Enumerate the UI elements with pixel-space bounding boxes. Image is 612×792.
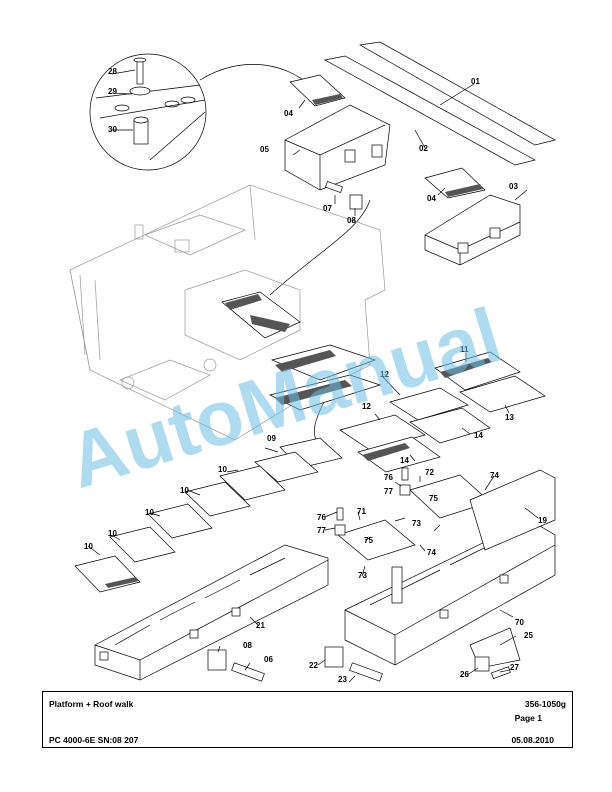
exploded-parts-drawing: 01 02 03 04 04 05 06 07 08 08 09 10 10 1…: [69, 41, 556, 684]
part-number-label: 12: [380, 370, 389, 379]
part-number-label: 76: [317, 513, 326, 522]
part-number-label: 73: [358, 571, 367, 580]
part-number-label: 23: [338, 675, 347, 684]
page-number: Page 1: [514, 713, 542, 723]
part-number-label: 27: [510, 663, 519, 672]
part-number-label: 29: [108, 87, 117, 96]
part-number-label: 75: [429, 494, 438, 503]
drawing-number: 356-1050g: [524, 699, 566, 709]
part-number-label: 10: [108, 529, 117, 538]
drawing-title: Platform + Roof walk: [49, 699, 134, 709]
plates-71-75: [334, 467, 491, 561]
part-number-label: 70: [515, 618, 524, 627]
part-number-label: 30: [108, 125, 117, 134]
machine-platform: [221, 291, 382, 411]
part-number-label: 21: [256, 621, 265, 630]
part-number-label: 02: [419, 144, 428, 153]
part-number-label: 75: [364, 536, 373, 545]
part-number-label: 71: [357, 507, 366, 516]
part-21: [94, 544, 329, 681]
plates-09-10: [74, 437, 343, 593]
part-number-label: 76: [384, 473, 393, 482]
part-number-label: 14: [474, 431, 483, 440]
part-number-label: 11: [460, 345, 469, 354]
part-number-label: 73: [412, 519, 421, 528]
part-01-02: [323, 41, 556, 166]
part-05: [284, 104, 391, 191]
part-number-label: 10: [180, 486, 189, 495]
detail-circle: [89, 53, 207, 171]
part-number-label: 26: [460, 670, 469, 679]
part-number-label: 10: [145, 508, 154, 517]
part-number-label: 14: [400, 456, 409, 465]
part-number-label: 07: [323, 204, 332, 213]
drawing-date: 05.08.2010: [511, 735, 554, 745]
part-number-label: 03: [509, 182, 518, 191]
part-number-label: 04: [284, 109, 293, 118]
part-number-label: 04: [427, 194, 436, 203]
part-number-label: 77: [384, 487, 393, 496]
bolt-06: [231, 662, 265, 682]
part-number-label: 05: [260, 145, 269, 154]
part-number-label: 22: [309, 661, 318, 670]
machine-outline: [69, 184, 386, 441]
part-number-label: 28: [108, 67, 117, 76]
part-number-label: 74: [490, 471, 499, 480]
part-number-label: 10: [84, 542, 93, 551]
part-number-label: 10: [218, 465, 227, 474]
part-number-label: 01: [471, 77, 480, 86]
part-number-label: 06: [264, 655, 273, 664]
part-number-label: 74: [427, 548, 436, 557]
part-number-label: 13: [505, 413, 514, 422]
title-block: Platform + Roof walk 356-1050g Page 1 PC…: [42, 691, 573, 748]
part-03: [424, 194, 521, 266]
model-serial: PC 4000-6E SN:08 207: [49, 735, 139, 745]
part-number-label: 77: [317, 526, 326, 535]
part-number-label: 08: [347, 216, 356, 225]
part-number-label: 25: [524, 631, 533, 640]
part-number-label: 19: [538, 516, 547, 525]
part-number-label: 08: [243, 641, 252, 650]
spacer-08: [207, 649, 227, 671]
part-number-label: 12: [362, 402, 371, 411]
part-number-label: 09: [267, 434, 276, 443]
plates-11-14: [339, 351, 546, 473]
part-number-label: 72: [425, 468, 434, 477]
